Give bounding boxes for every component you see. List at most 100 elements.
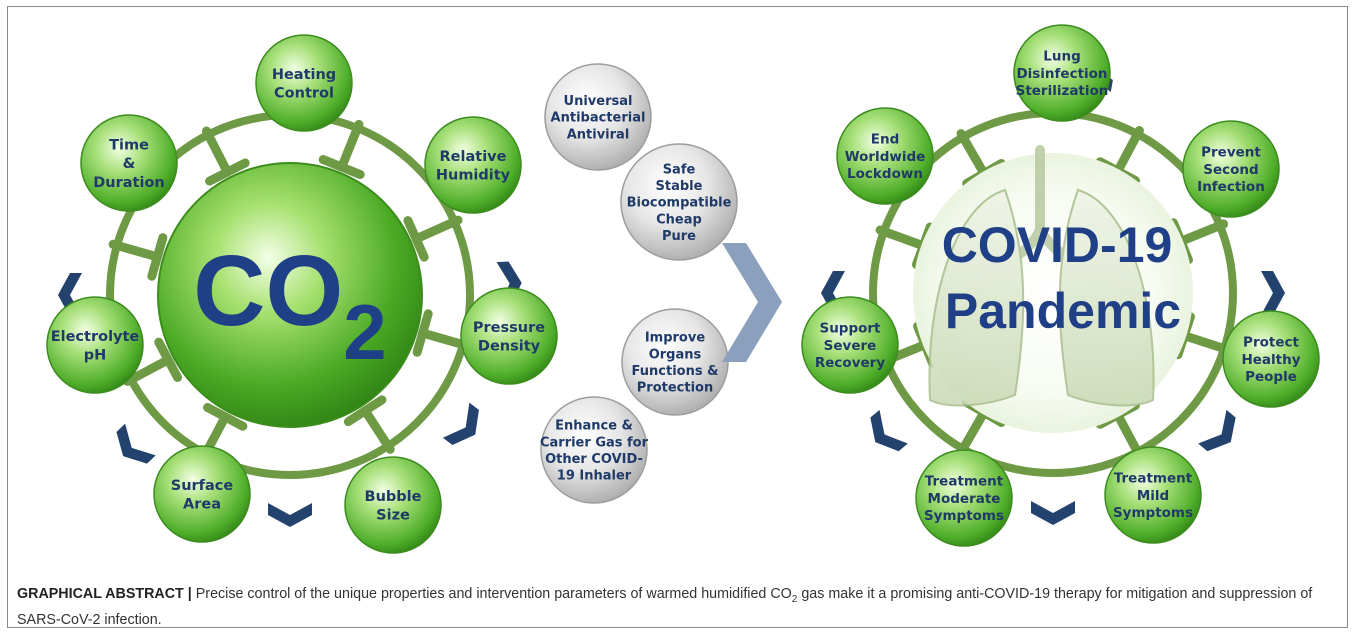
node-label-line: Humidity [436, 168, 511, 184]
node-sphere [80, 114, 178, 212]
node-label-line: Bubble [365, 489, 422, 505]
right-nodes: LungDisinfectionSterilizationPreventSeco… [801, 24, 1320, 547]
node-sphere [801, 296, 899, 394]
node-label-line: Organs [649, 347, 702, 362]
node-sphere [153, 445, 251, 543]
node-label-line: End [871, 132, 900, 148]
node-label-line: Antiviral [567, 127, 630, 142]
node-sphere [1222, 310, 1320, 408]
node-sphere [620, 143, 738, 261]
node-label-line: Functions & [632, 364, 719, 379]
node-label-line: Size [376, 508, 410, 524]
node-label-line: Antibacterial [551, 111, 646, 126]
right-arrow-chevron [722, 243, 782, 362]
node-sphere [915, 449, 1013, 547]
node-label-line: Protect [1243, 335, 1299, 351]
chevron-icon [268, 503, 312, 527]
node-sphere [1104, 446, 1202, 544]
node-label-line: Carrier Gas for [540, 435, 649, 450]
co2-center-sphere [157, 162, 423, 428]
node-label-line: Duration [93, 175, 164, 191]
node-label-line: Moderate [928, 491, 1001, 507]
node-sphere [460, 287, 558, 385]
node-label-line: Disinfection [1016, 66, 1107, 82]
covid-title-line2: Pandemic [945, 283, 1181, 339]
lungs-illustration [928, 145, 1155, 407]
chevron-icon [116, 423, 156, 464]
ring-connector [318, 119, 365, 180]
node-label-line: Severe [824, 338, 877, 354]
node-label-line: Improve [645, 331, 706, 346]
node-label-line: Worldwide [845, 149, 926, 165]
node-label-line: Symptoms [1113, 505, 1193, 521]
node-label-line: Treatment [925, 474, 1004, 490]
node-label-line: Surface [171, 478, 234, 494]
node-label-line: Electrolyte [51, 329, 140, 345]
node-sphere [344, 456, 442, 554]
ring-connector [108, 233, 168, 281]
node-label-line: pH [84, 348, 107, 364]
node-label-line: Sterilization [1016, 83, 1109, 99]
ring-connector [412, 309, 472, 357]
node-sphere [540, 396, 648, 504]
node-label-line: Density [478, 339, 541, 355]
node-label-line: Stable [656, 179, 703, 194]
node-label-line: Recovery [815, 355, 885, 371]
node-label-line: Universal [564, 94, 633, 109]
node-electrolyte: Electrolyte pH [46, 296, 144, 394]
caption-text-b: gas make it a promising anti-COVID-19 th… [17, 586, 1313, 628]
node-sphere [46, 296, 144, 394]
middle-properties: UniversalAntibacterialAntiviralSafeStabl… [540, 63, 782, 504]
ring-connector [123, 337, 183, 386]
node-label-line: Treatment [1114, 471, 1193, 487]
node-label-line: Area [183, 497, 221, 513]
node-label-line: Safe [663, 162, 696, 177]
node-sphere [424, 116, 522, 214]
node-time: Time & Duration [80, 114, 178, 212]
left-nodes: HeatingControlRelativeHumidityPressureDe… [46, 34, 558, 554]
caption-subscript: 2 [791, 593, 798, 605]
node-label-line: Protection [637, 381, 713, 396]
caption-label: GRAPHICAL ABSTRACT | [17, 586, 192, 602]
node-label-line: Heating [272, 67, 336, 83]
covid-title-line1: COVID-19 [942, 217, 1173, 273]
chevron-icon [442, 402, 479, 445]
node-label-line: Lockdown [847, 166, 923, 182]
node-label-line: Symptoms [924, 508, 1004, 524]
node-sphere [1182, 120, 1280, 218]
node-label-line: Time [109, 138, 149, 154]
ring-connector [343, 395, 395, 454]
left-connectors [108, 119, 472, 462]
node-label-line: Biocompatible [627, 196, 732, 211]
node-label-line: Lung [1043, 49, 1081, 65]
node-label-line: People [1245, 369, 1297, 385]
left-hub: CO2 HeatingControlRelativeHumidityPressu… [46, 34, 558, 554]
node-label-line: Control [274, 86, 334, 102]
ring-connector [201, 126, 250, 186]
chevron-icon [870, 409, 908, 452]
node-label-line: & [123, 156, 136, 172]
chevron-icon [1261, 271, 1285, 315]
node-sphere [255, 34, 353, 132]
node-label-line: Pressure [473, 320, 545, 336]
node-sphere [1013, 24, 1111, 122]
node-label-line: Support [819, 321, 881, 337]
node-label-line: Healthy [1241, 352, 1300, 368]
node-sphere [836, 107, 934, 205]
node-label-line: Enhance & [555, 419, 633, 434]
node-label-line: Mild [1137, 488, 1169, 504]
chevron-icon [1031, 501, 1075, 525]
